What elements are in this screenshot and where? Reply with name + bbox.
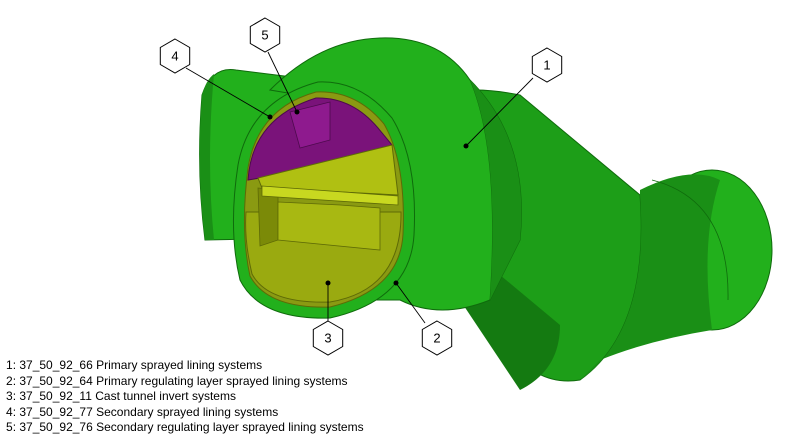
callout-number: 3 xyxy=(324,331,331,346)
leader-dot-1 xyxy=(463,143,469,149)
callout-3: 3 xyxy=(312,320,344,356)
legend-description: Cast tunnel invert systems xyxy=(95,389,236,404)
legend-item-1: 1: 37_50_92_66 Primary sprayed lining sy… xyxy=(6,358,263,372)
legend-number: 2 xyxy=(6,373,13,388)
secondary-block xyxy=(289,101,331,149)
legend-item-4: 4: 37_50_92_77 Secondary sprayed lining … xyxy=(6,404,279,419)
legend: 1: 37_50_92_66 Primary sprayed lining sy… xyxy=(6,358,364,436)
tunnel-face xyxy=(232,81,415,319)
legend-number: 4 xyxy=(6,404,13,419)
leader-dot-3 xyxy=(325,280,331,286)
legend-item-5: 5: 37_50_92_76 Secondary regulating laye… xyxy=(6,420,364,435)
callout-number: 5 xyxy=(261,28,268,43)
invert-inner-wall xyxy=(277,201,381,251)
callout-number: 1 xyxy=(543,58,550,73)
legend-number: 5 xyxy=(6,420,13,435)
legend-code: 37_50_92_66 xyxy=(19,358,93,372)
callout-2: 2 xyxy=(421,320,453,356)
invert-deck xyxy=(261,185,399,206)
callout-1: 1 xyxy=(531,47,563,83)
callout-hexagon xyxy=(312,320,344,356)
leader-dot-4 xyxy=(267,114,273,120)
leader-4 xyxy=(185,67,271,118)
leader-dot-2 xyxy=(393,280,399,286)
callout-hexagon xyxy=(249,17,281,53)
leader-dots xyxy=(267,109,469,286)
legend-code: 37_50_92_11 xyxy=(19,389,92,404)
legend-description: Primary regulating layer sprayed lining … xyxy=(96,373,348,388)
leader-5 xyxy=(267,51,298,113)
legend-description: Secondary sprayed lining systems xyxy=(96,404,279,419)
legend-item-3: 3: 37_50_92_11 Cast tunnel invert system… xyxy=(6,389,236,404)
legend-description: Secondary regulating layer sprayed linin… xyxy=(96,420,364,435)
left-stub-shade xyxy=(199,74,214,240)
legend-code: 37_50_92_64 xyxy=(19,373,93,388)
legend-code: 37_50_92_77 xyxy=(19,404,93,419)
barrel-seam xyxy=(469,79,493,301)
legend-description: Primary sprayed lining systems xyxy=(96,358,263,372)
legend-item-2: 2: 37_50_92_64 Primary regulating layer … xyxy=(6,373,348,388)
leader-lines xyxy=(185,51,534,324)
legend-code: 37_50_92_76 xyxy=(19,420,93,435)
branch-end-cap xyxy=(580,169,773,380)
leader-dot-5 xyxy=(294,109,300,115)
callout-number: 2 xyxy=(433,331,440,346)
leader-2 xyxy=(395,282,426,324)
end-cap-shade xyxy=(580,174,720,380)
invert-slab xyxy=(257,144,399,196)
legend-number: 3 xyxy=(6,389,13,404)
end-cap-edge xyxy=(651,179,729,301)
callout-5: 5 xyxy=(249,17,281,53)
callout-hexagon xyxy=(421,320,453,356)
callout-hexagon xyxy=(159,38,191,74)
barrel-shade xyxy=(470,80,522,300)
callout-4: 4 xyxy=(159,38,191,74)
callout-number: 4 xyxy=(171,49,178,64)
leader-1 xyxy=(465,77,534,147)
callout-hexagon xyxy=(531,47,563,83)
legend-number: 1 xyxy=(6,358,13,372)
